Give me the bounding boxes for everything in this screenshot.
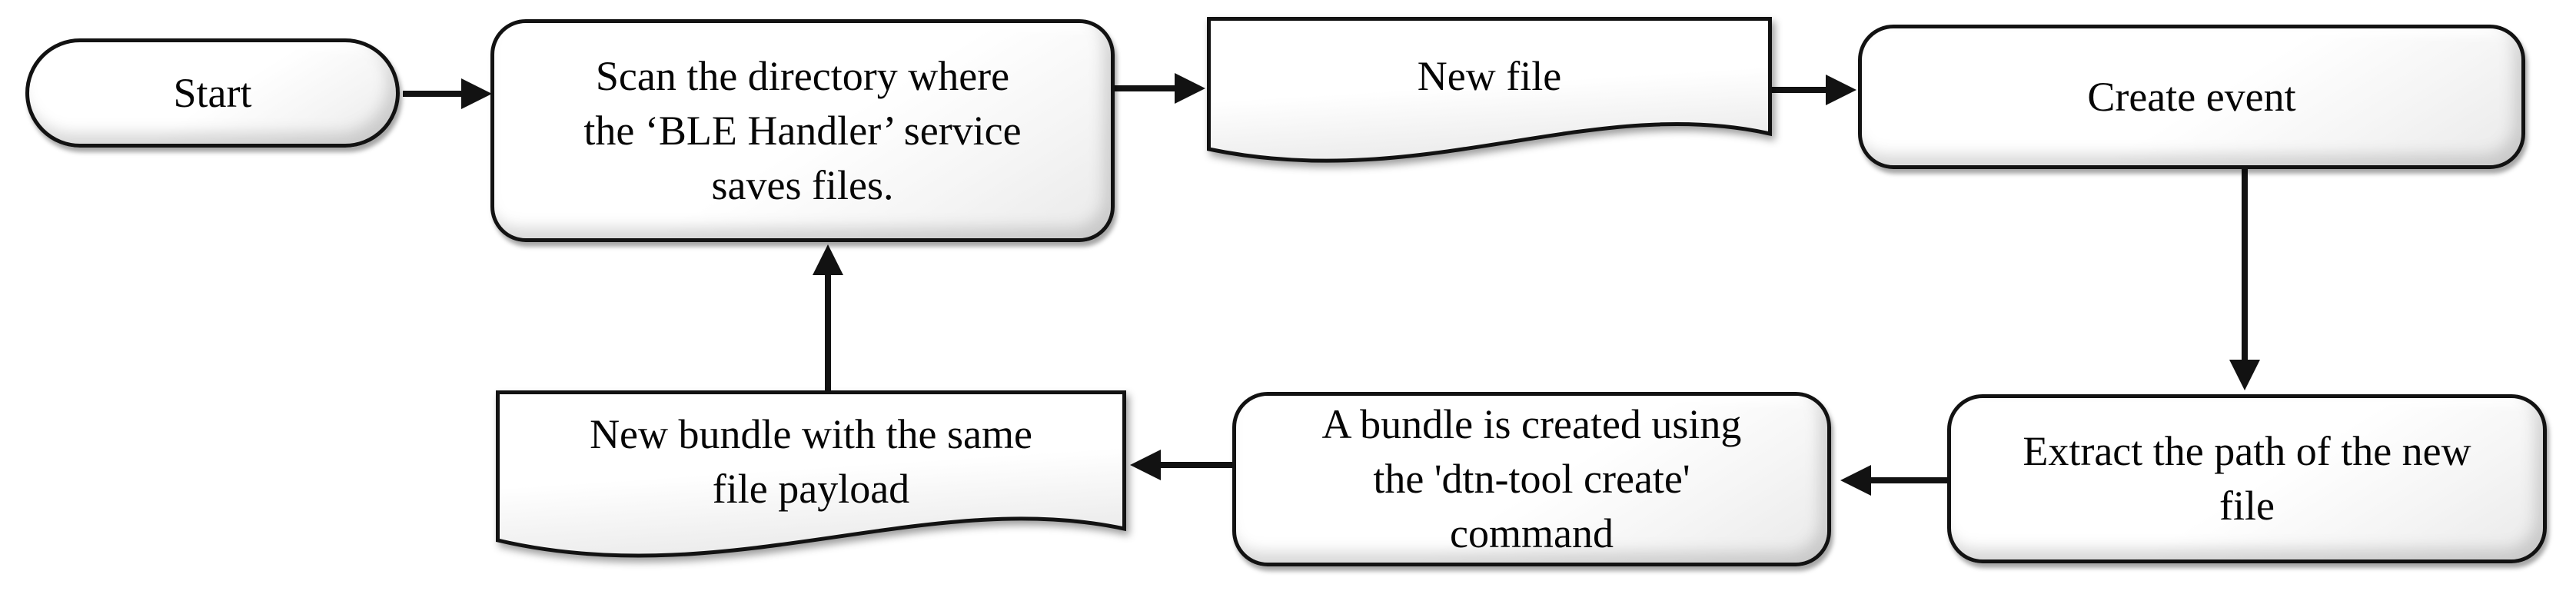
node-bundle-created: A bundle is created using the 'dtn-tool … bbox=[1232, 392, 1831, 566]
document-shape bbox=[1207, 17, 1772, 163]
node-start-label: Start bbox=[173, 69, 252, 116]
node-start: Start bbox=[25, 38, 400, 148]
node-new-bundle: New bundle with the same file payload bbox=[496, 390, 1126, 567]
node-extract-path: Extract the path of the new file bbox=[1947, 394, 2547, 563]
node-create-event: Create event bbox=[1858, 25, 2525, 169]
node-new-file-label: New file bbox=[1417, 53, 1562, 99]
document-shape bbox=[496, 390, 1126, 558]
node-extract-path-label: Extract the path of the new file bbox=[2023, 428, 2471, 529]
node-new-file: New file bbox=[1207, 17, 1772, 171]
node-bundle-created-label: A bundle is created using the 'dtn-tool … bbox=[1321, 401, 1742, 556]
node-new-bundle-label: New bundle with the same file payload bbox=[590, 410, 1032, 512]
node-scan-directory-label: Scan the directory where the ‘BLE Handle… bbox=[583, 52, 1022, 208]
node-scan-directory: Scan the directory where the ‘BLE Handle… bbox=[490, 19, 1115, 242]
node-create-event-label: Create event bbox=[2087, 73, 2296, 120]
